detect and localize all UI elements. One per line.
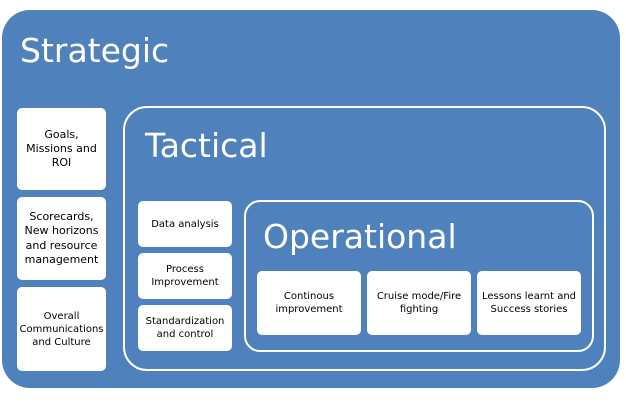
operational-panel [244,200,594,352]
strategic-item-communications: Overall Communications and Culture [17,287,106,371]
tactical-panel [123,106,606,371]
operational-item-lessons-learnt: Lessons learnt and Success stories [477,271,581,335]
tactical-title: Tactical [145,126,268,165]
operational-item-cruise-mode: Cruise mode/Fire fighting [367,271,471,335]
strategic-item-goals: Goals, Missions and ROI [17,108,106,190]
operational-item-continous-improvement: Continous improvement [257,271,361,335]
operational-title: Operational [263,217,457,256]
strategic-title: Strategic [20,31,170,70]
tactical-item-standardization: Standardization and control [138,305,232,351]
tactical-item-data-analysis: Data analysis [138,201,232,247]
tactical-item-process-improvement: Process Improvement [138,253,232,299]
strategic-item-scorecards: Scorecards, New horizons and resource ma… [17,197,106,280]
